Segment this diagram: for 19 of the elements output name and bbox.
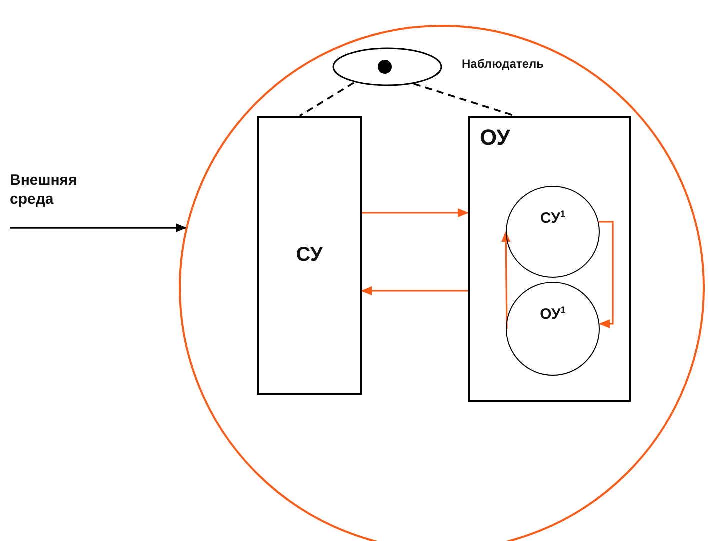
environment-circle bbox=[179, 25, 705, 541]
observer-label: Наблюдатель bbox=[462, 57, 544, 71]
block-label: ОУ bbox=[480, 124, 510, 152]
dashed-line bbox=[300, 82, 354, 117]
arrow bbox=[502, 231, 511, 329]
block-rectangle bbox=[257, 116, 362, 395]
block-label: СУ bbox=[296, 243, 323, 268]
block-circle bbox=[506, 186, 600, 278]
block-rectangle bbox=[468, 116, 631, 402]
environment-label: Внешняя среда bbox=[10, 172, 78, 208]
arrow bbox=[362, 208, 469, 218]
block-label: ОУ$^{1}$ bbox=[540, 305, 566, 325]
block-label: СУ$^{1}$ bbox=[540, 209, 566, 229]
arrow bbox=[361, 286, 468, 296]
dashed-line bbox=[414, 83, 516, 117]
block-circle bbox=[506, 282, 600, 376]
observer-eye-drawing bbox=[332, 47, 443, 87]
arrow bbox=[10, 224, 187, 232]
arrow bbox=[599, 221, 614, 328]
